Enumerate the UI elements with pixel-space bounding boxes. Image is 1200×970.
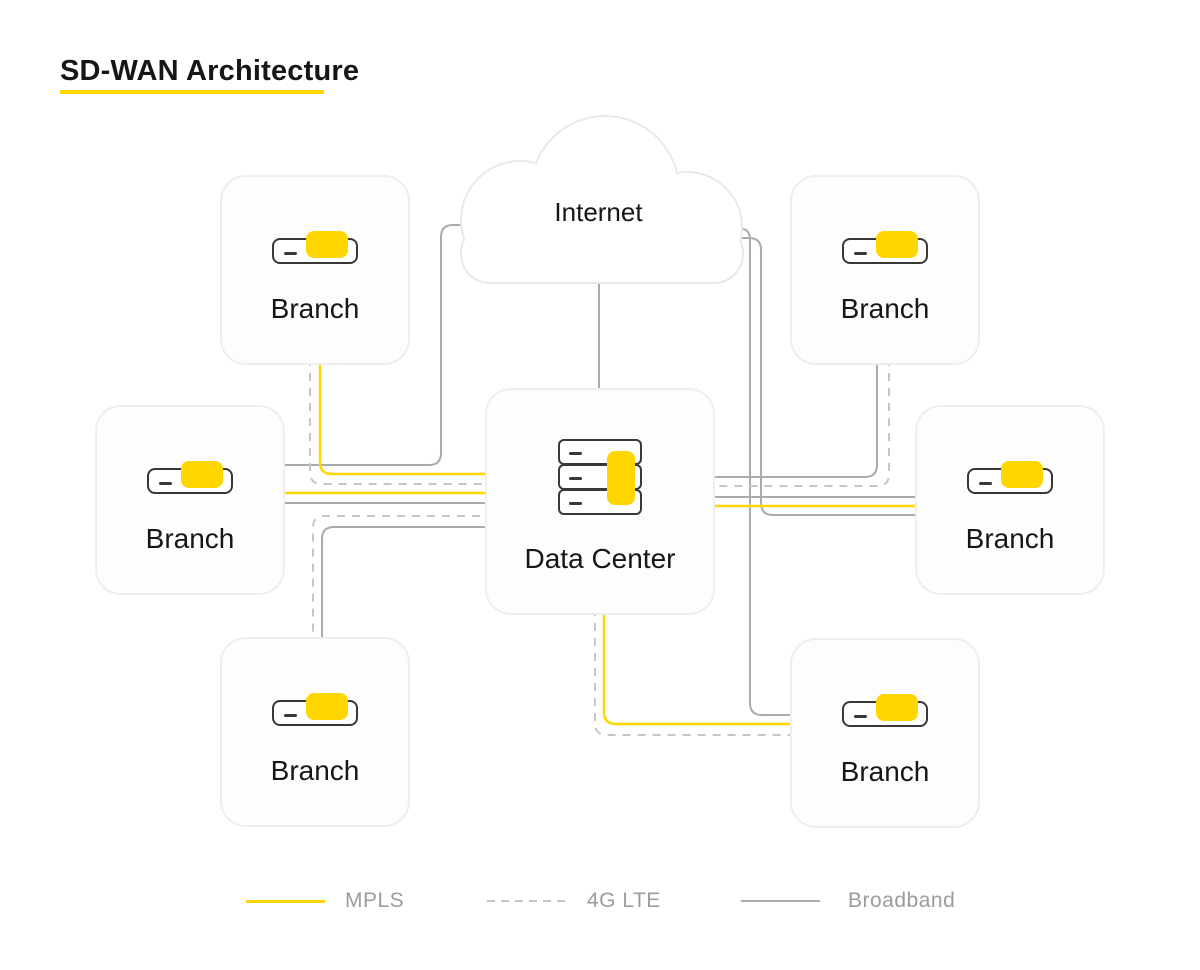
node-label: Branch [145, 523, 235, 554]
router-icon [967, 461, 1053, 494]
link-lte-datacenter-bottomleft [312, 515, 495, 644]
node-label: Branch [270, 293, 360, 324]
node-data-center: Data Center [485, 388, 715, 615]
server-led-dash [569, 452, 582, 455]
server-led-dash [569, 502, 582, 505]
legend-swatch-mpls [246, 900, 325, 903]
router-icon [272, 231, 358, 264]
legend-swatch-broadband [741, 900, 820, 902]
node-branch-mid-right: Branch [915, 405, 1105, 595]
link-mpls-topleft-datacenter [318, 358, 495, 476]
router-led-dash [979, 482, 992, 485]
router-icon [842, 231, 928, 264]
router-accent-panel [876, 231, 918, 258]
legend-label-mpls: MPLS [345, 889, 405, 912]
server-stack-icon [558, 439, 642, 515]
router-accent-panel [306, 231, 348, 258]
router-accent-panel [181, 461, 223, 488]
node-branch-bottom-right: Branch [790, 638, 980, 828]
internet-cloud-label: Internet [554, 197, 643, 227]
router-led-dash [854, 252, 867, 255]
server-led-dash [569, 477, 582, 480]
link-mpls-datacenter-bottomright [602, 608, 797, 726]
node-label: Branch [965, 523, 1055, 554]
link-lte-datacenter-bottomright [594, 608, 797, 736]
link-broadband-internet-bottomright [712, 227, 797, 716]
router-led-dash [854, 715, 867, 718]
node-branch-mid-left: Branch [95, 405, 285, 595]
router-accent-panel [876, 694, 918, 721]
link-broadband-midleft-internet [278, 224, 475, 466]
node-branch-top-right: Branch [790, 175, 980, 365]
router-led-dash [284, 252, 297, 255]
node-label: Branch [840, 756, 930, 787]
legend-label-broadband: Broadband [848, 889, 956, 912]
page-title: SD-WAN Architecture [60, 55, 360, 87]
router-icon [842, 694, 928, 727]
node-branch-bottom-left: Branch [220, 637, 410, 827]
link-lte-topleft-datacenter [309, 358, 495, 485]
router-accent-panel [306, 693, 348, 720]
link-broadband-internet-midright [718, 237, 922, 516]
node-branch-top-left: Branch [220, 175, 410, 365]
link-lte-topright-datacenter [705, 358, 890, 487]
link-broadband-topright-datacenter [705, 358, 878, 478]
title-underline [60, 90, 324, 94]
legend-label-4g-lte: 4G LTE [587, 889, 661, 912]
router-led-dash [159, 482, 172, 485]
server-accent-panel [607, 451, 635, 505]
router-icon [272, 693, 358, 726]
link-broadband-datacenter-bottomleft [321, 526, 495, 644]
legend-swatch-4g-lte [487, 900, 566, 902]
router-led-dash [284, 714, 297, 717]
node-label: Branch [270, 755, 360, 786]
node-label: Branch [840, 293, 930, 324]
cloud-icon [460, 115, 744, 284]
router-accent-panel [1001, 461, 1043, 488]
node-label: Data Center [524, 543, 676, 574]
router-icon [147, 461, 233, 494]
